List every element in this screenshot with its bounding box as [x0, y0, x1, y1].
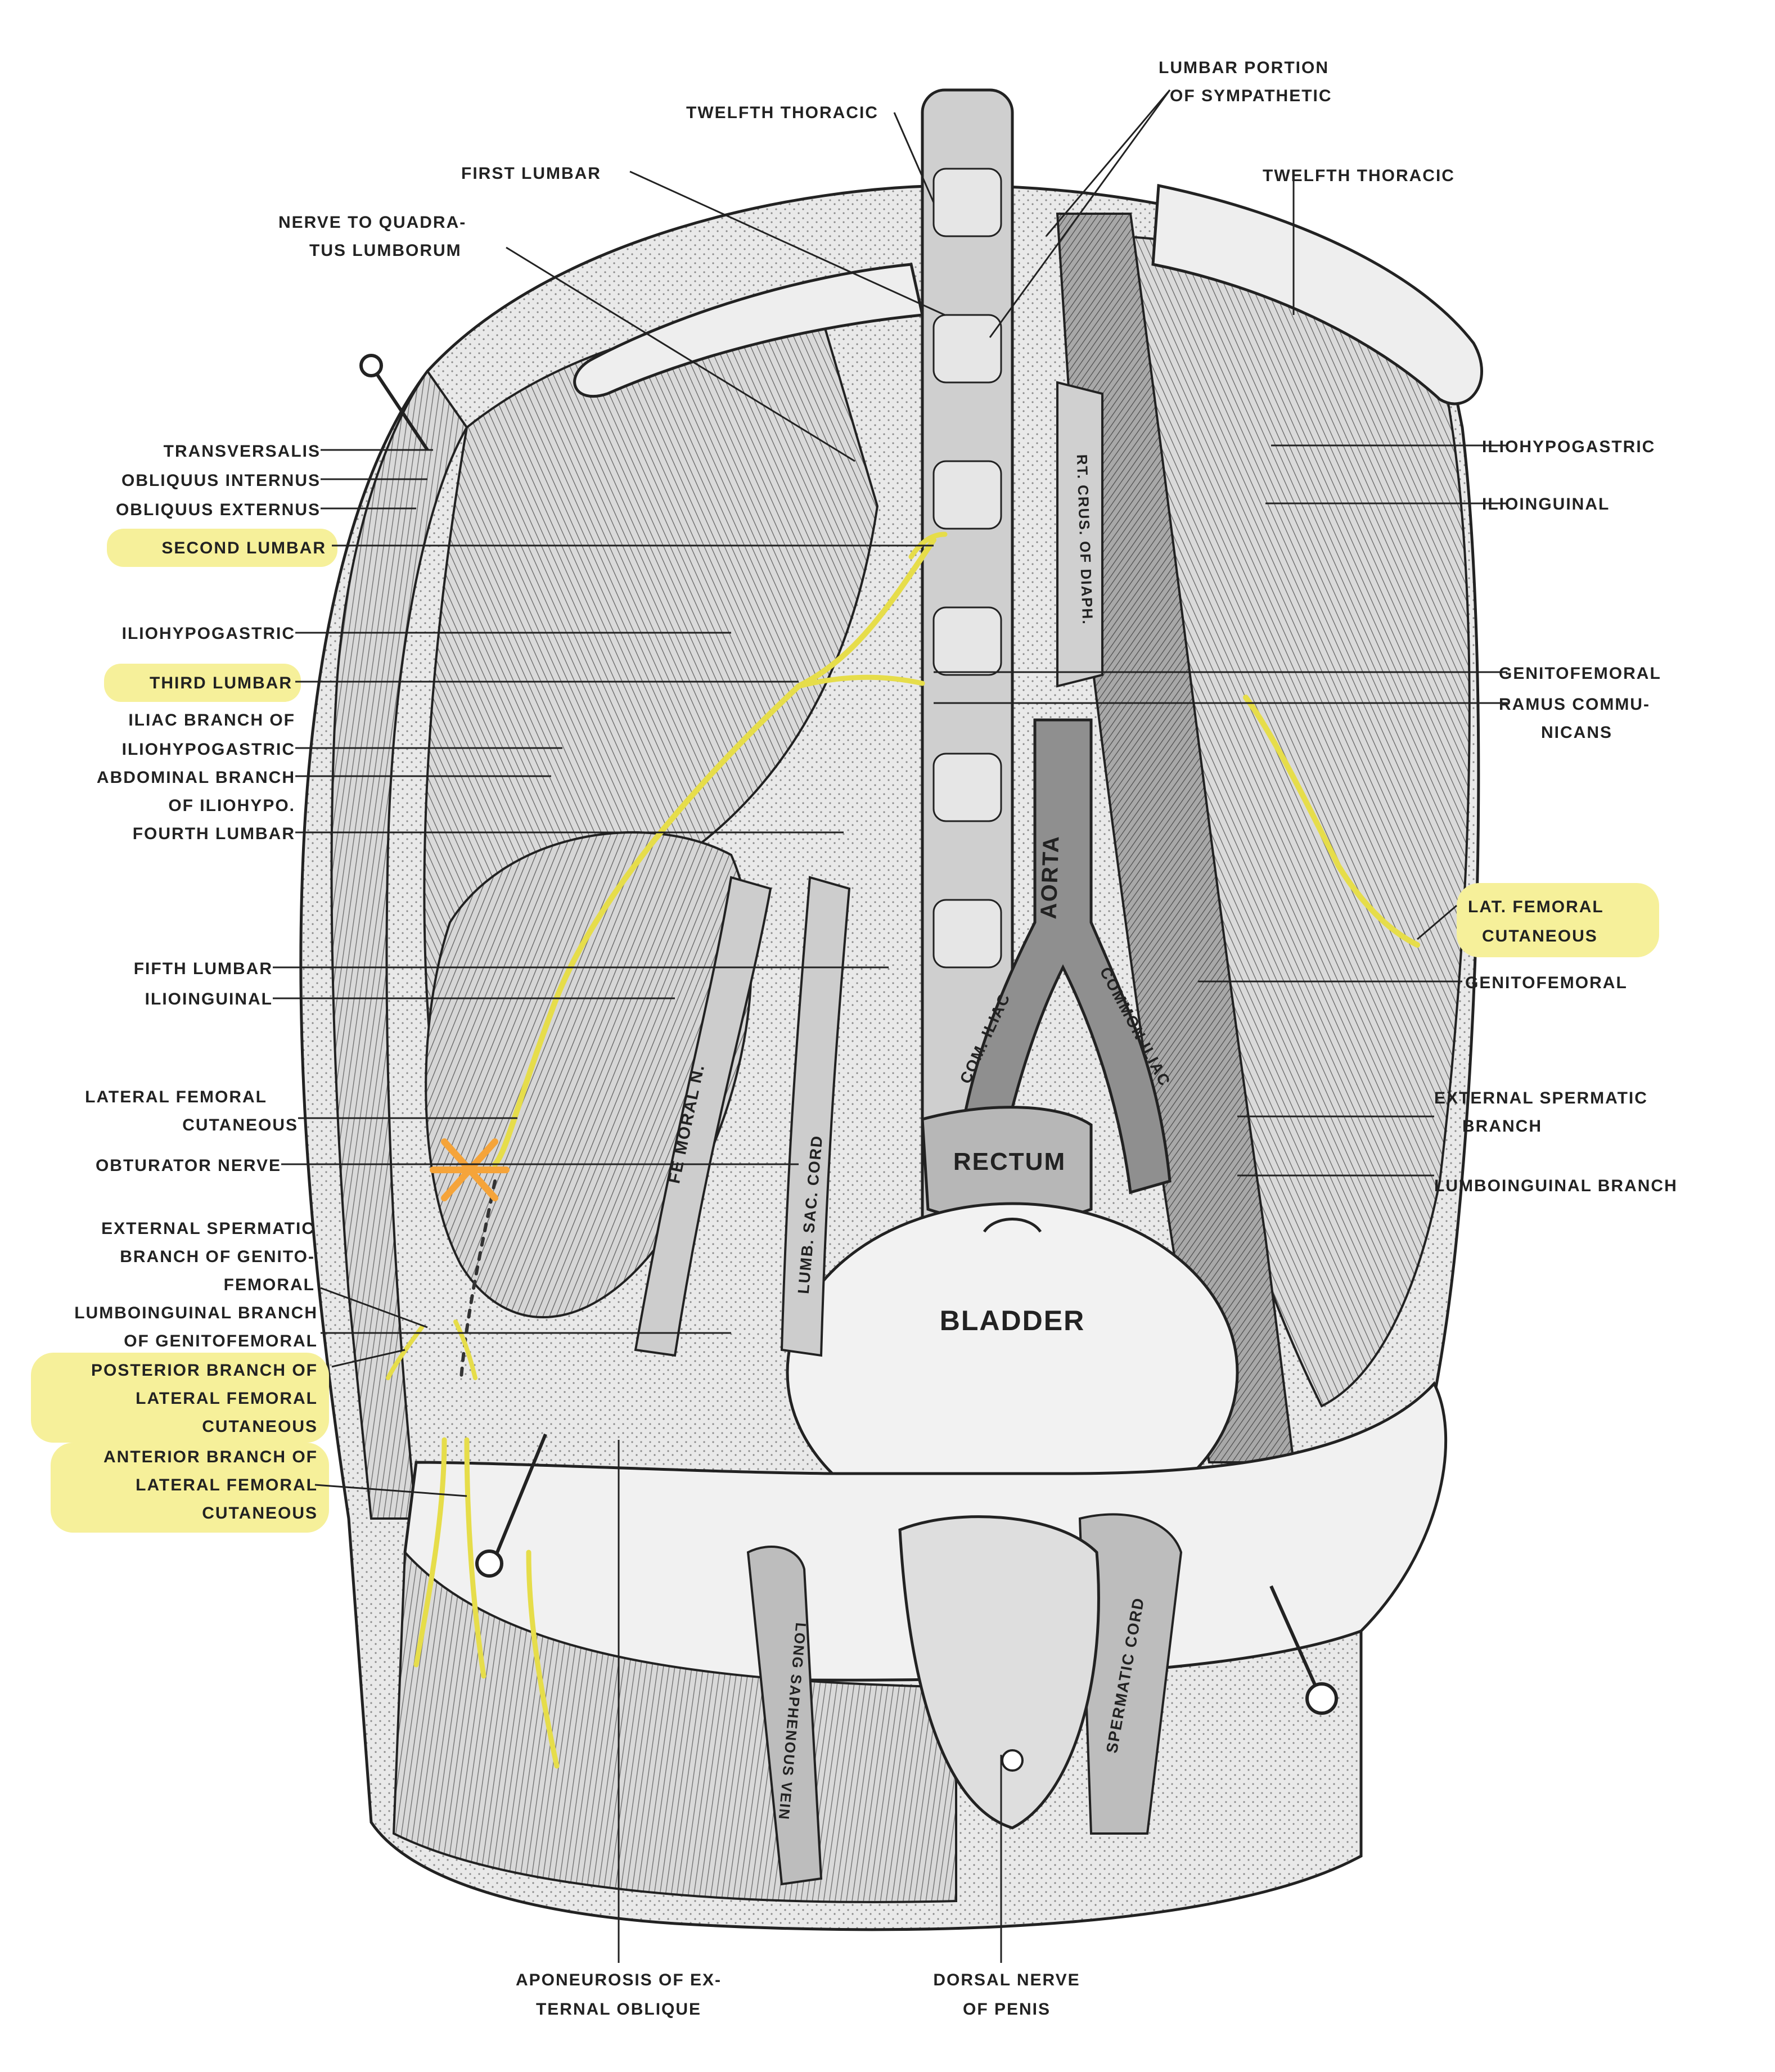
- label-dorsal-nerve-2: OF PENIS: [963, 2000, 1051, 2019]
- callout-labels: TWELFTH THORACIC LUMBAR PORTION OF SYMPA…: [74, 58, 1678, 2019]
- label-dorsal-nerve-1: DORSAL NERVE: [933, 1971, 1080, 1989]
- label-lateral-femoral-1: LATERAL FEMORAL: [85, 1088, 267, 1106]
- penis: [898, 1515, 1100, 1830]
- label-posterior-branch-1: POSTERIOR BRANCH OF: [91, 1361, 318, 1380]
- label-nerve-quadratus-1: NERVE TO QUADRA-: [278, 213, 466, 232]
- anatomy-background: [299, 88, 1484, 1931]
- label-aponeurosis-2: TERNAL OBLIQUE: [536, 2000, 701, 2019]
- label-twelfth-thoracic-right: TWELFTH THORACIC: [1263, 166, 1455, 185]
- label-anterior-branch-2: LATERAL FEMORAL: [136, 1476, 318, 1494]
- label-abdominal-branch-1: ABDOMINAL BRANCH: [97, 768, 295, 787]
- highlight-third-lumbar: [104, 664, 301, 702]
- label-lateral-femoral-2: CUTANEOUS: [182, 1116, 298, 1134]
- posterior-branch-nerves: [386, 1319, 477, 1380]
- label-second-lumbar: SECOND LUMBAR: [161, 539, 326, 557]
- right-psoas-muscle: [1056, 213, 1295, 1463]
- label-aponeurosis-1: APONEUROSIS OF EX-: [516, 1971, 722, 1989]
- bladder-apex: [983, 1218, 1042, 1233]
- anterior-branch-nerves: [413, 1437, 560, 1769]
- label-twelfth-thoracic-top: TWELFTH THORACIC: [686, 103, 879, 122]
- lateral-femoral-cutaneous-dotted: [459, 1179, 497, 1380]
- asterisk-marker: [430, 1138, 510, 1201]
- label-lumboinguinal-right: LUMBOINGUINAL BRANCH: [1434, 1177, 1678, 1195]
- label-lumbar-sympathetic-2: OF SYMPATHETIC: [1170, 87, 1332, 105]
- label-iliohypogastric-right: ILIOHYPOGASTRIC: [1482, 438, 1655, 456]
- lumbosacral-cord: [780, 876, 851, 1357]
- label-iliac-branch-1: ILIAC BRANCH OF: [128, 711, 295, 729]
- label-ramus-communicans-1: RAMUS COMMU-: [1499, 695, 1650, 714]
- label-ilioinguinal-left: ILIOINGUINAL: [145, 990, 273, 1008]
- rectum-label: RECTUM: [953, 1148, 1066, 1175]
- twelfth-rib-right: [1151, 183, 1484, 406]
- label-ramus-communicans-2: NICANS: [1541, 723, 1612, 742]
- label-lumboinguinal-left-2: OF GENITOFEMORAL: [124, 1332, 318, 1350]
- label-highlights: [31, 529, 1659, 1533]
- bladder-label: BLADDER: [940, 1305, 1085, 1336]
- label-lat-femoral-cut-1: LAT. FEMORAL: [1468, 898, 1604, 916]
- label-iliohypogastric-left: ILIOHYPOGASTRIC: [122, 624, 295, 643]
- label-fifth-lumbar: FIFTH LUMBAR: [134, 960, 273, 978]
- third-lumbar-root: [796, 674, 925, 689]
- label-posterior-branch-3: CUTANEOUS: [202, 1417, 318, 1436]
- highlight-second-lumbar: [107, 529, 337, 567]
- retraction-pins: [359, 354, 1338, 1715]
- label-transversalis: TRANSVERSALIS: [164, 442, 321, 461]
- aorta: [954, 718, 1172, 1195]
- right-crus-of-diaphragm: [1056, 381, 1103, 688]
- label-first-lumbar: FIRST LUMBAR: [461, 164, 601, 183]
- label-ext-spermatic-right-1: EXTERNAL SPERMATIC: [1434, 1089, 1648, 1107]
- label-nerve-quadratus-2: TUS LUMBORUM: [309, 241, 462, 260]
- label-anterior-branch-3: CUTANEOUS: [202, 1504, 318, 1523]
- highlighted-nerves: [386, 531, 1420, 1769]
- label-lat-femoral-cut-2: CUTANEOUS: [1482, 927, 1598, 945]
- label-third-lumbar: THIRD LUMBAR: [150, 674, 292, 692]
- label-obliquus-externus: OBLIQUUS EXTERNUS: [116, 501, 321, 519]
- label-anterior-branch-1: ANTERIOR BRANCH OF: [103, 1448, 318, 1466]
- label-obturator-nerve: OBTURATOR NERVE: [96, 1156, 281, 1175]
- label-ilioinguinal-right: ILIOINGUINAL: [1482, 495, 1610, 514]
- femoral-nerve: [634, 876, 772, 1357]
- aorta-label: AORTA: [1036, 835, 1064, 920]
- highlight-anterior-branch: [51, 1443, 329, 1533]
- label-ext-spermatic-left-3: FEMORAL: [224, 1276, 315, 1294]
- label-ext-spermatic-left-1: EXTERNAL SPERMATIC: [101, 1219, 315, 1238]
- leader-lines: [273, 89, 1507, 1963]
- urethral-opening: [1001, 1749, 1024, 1772]
- label-obliquus-internus: OBLIQUUS INTERNUS: [121, 471, 321, 490]
- lateral-femoral-cutaneous-right: [1243, 695, 1420, 948]
- lateral-femoral-cutaneous-left: [492, 537, 936, 1167]
- label-lumbar-sympathetic-1: LUMBAR PORTION: [1159, 58, 1329, 77]
- label-iliac-branch-2: ILIOHYPOGASTRIC: [122, 740, 295, 759]
- twelfth-rib-left: [573, 263, 925, 398]
- label-lumboinguinal-left-1: LUMBOINGUINAL BRANCH: [74, 1304, 318, 1322]
- label-genitofemoral-right-low: GENITOFEMORAL: [1465, 974, 1628, 992]
- label-posterior-branch-2: LATERAL FEMORAL: [136, 1389, 318, 1408]
- label-fourth-lumbar: FOURTH LUMBAR: [133, 825, 295, 843]
- long-saphenous-vein: [746, 1546, 823, 1886]
- second-lumbar-root: [908, 531, 948, 560]
- highlight-lat-femoral: [1457, 883, 1659, 957]
- highlight-posterior-branch: [31, 1353, 329, 1443]
- label-genitofemoral-right-top: GENITOFEMORAL: [1499, 664, 1661, 683]
- label-ext-spermatic-left-2: BRANCH OF GENITO-: [120, 1247, 315, 1266]
- spermatic-cord-right: [1078, 1513, 1183, 1835]
- label-abdominal-branch-2: OF ILIOHYPO.: [168, 796, 295, 815]
- label-ext-spermatic-right-2: BRANCH: [1462, 1117, 1542, 1136]
